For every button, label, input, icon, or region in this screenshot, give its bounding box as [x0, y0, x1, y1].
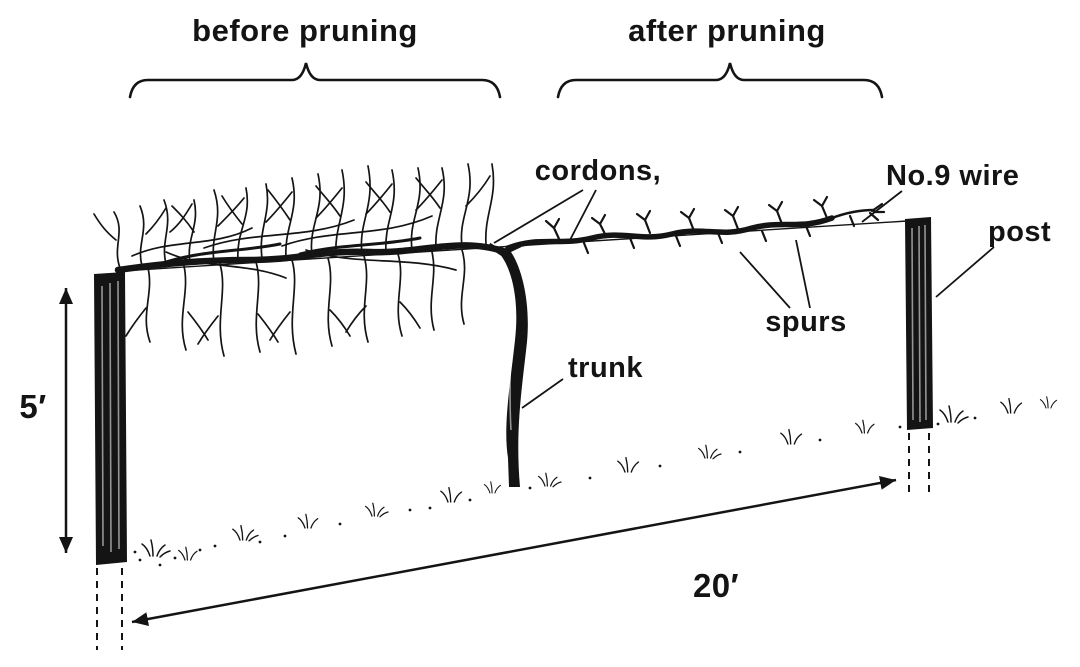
left-post-extension-lines: [96, 568, 123, 650]
vine-trunk: [487, 242, 528, 487]
cordons-label: cordons,: [535, 155, 661, 187]
length-dimension-arrow: [131, 476, 897, 626]
spurs-leader-lines: [739, 239, 811, 309]
left-post: [94, 272, 127, 565]
right-post-extension-lines: [908, 433, 930, 495]
cordons-leader-lines: [493, 189, 597, 244]
before-pruning-brace: [128, 62, 502, 99]
after-pruning-brace: [556, 62, 884, 99]
length-label: 20′: [693, 567, 739, 604]
after-pruning-label: after pruning: [628, 13, 826, 48]
right-post: [905, 217, 933, 430]
ground-grass: [141, 396, 1058, 561]
post-leader-line: [935, 246, 995, 298]
before-pruning-canes: [93, 163, 495, 357]
before-pruning-label: before pruning: [192, 13, 418, 48]
height-label: 5′: [19, 388, 46, 425]
spurs-label: spurs: [765, 306, 846, 338]
right-cordon: [505, 208, 876, 251]
trunk-leader-line: [521, 378, 564, 409]
wire-label: No.9 wire: [886, 160, 1019, 192]
post-label: post: [988, 216, 1051, 248]
ground-specks: [133, 416, 977, 567]
spur-twigs: [544, 195, 886, 255]
left-cordon: [114, 242, 510, 274]
wire-leader-line: [861, 190, 903, 223]
trunk-label: trunk: [568, 352, 643, 384]
